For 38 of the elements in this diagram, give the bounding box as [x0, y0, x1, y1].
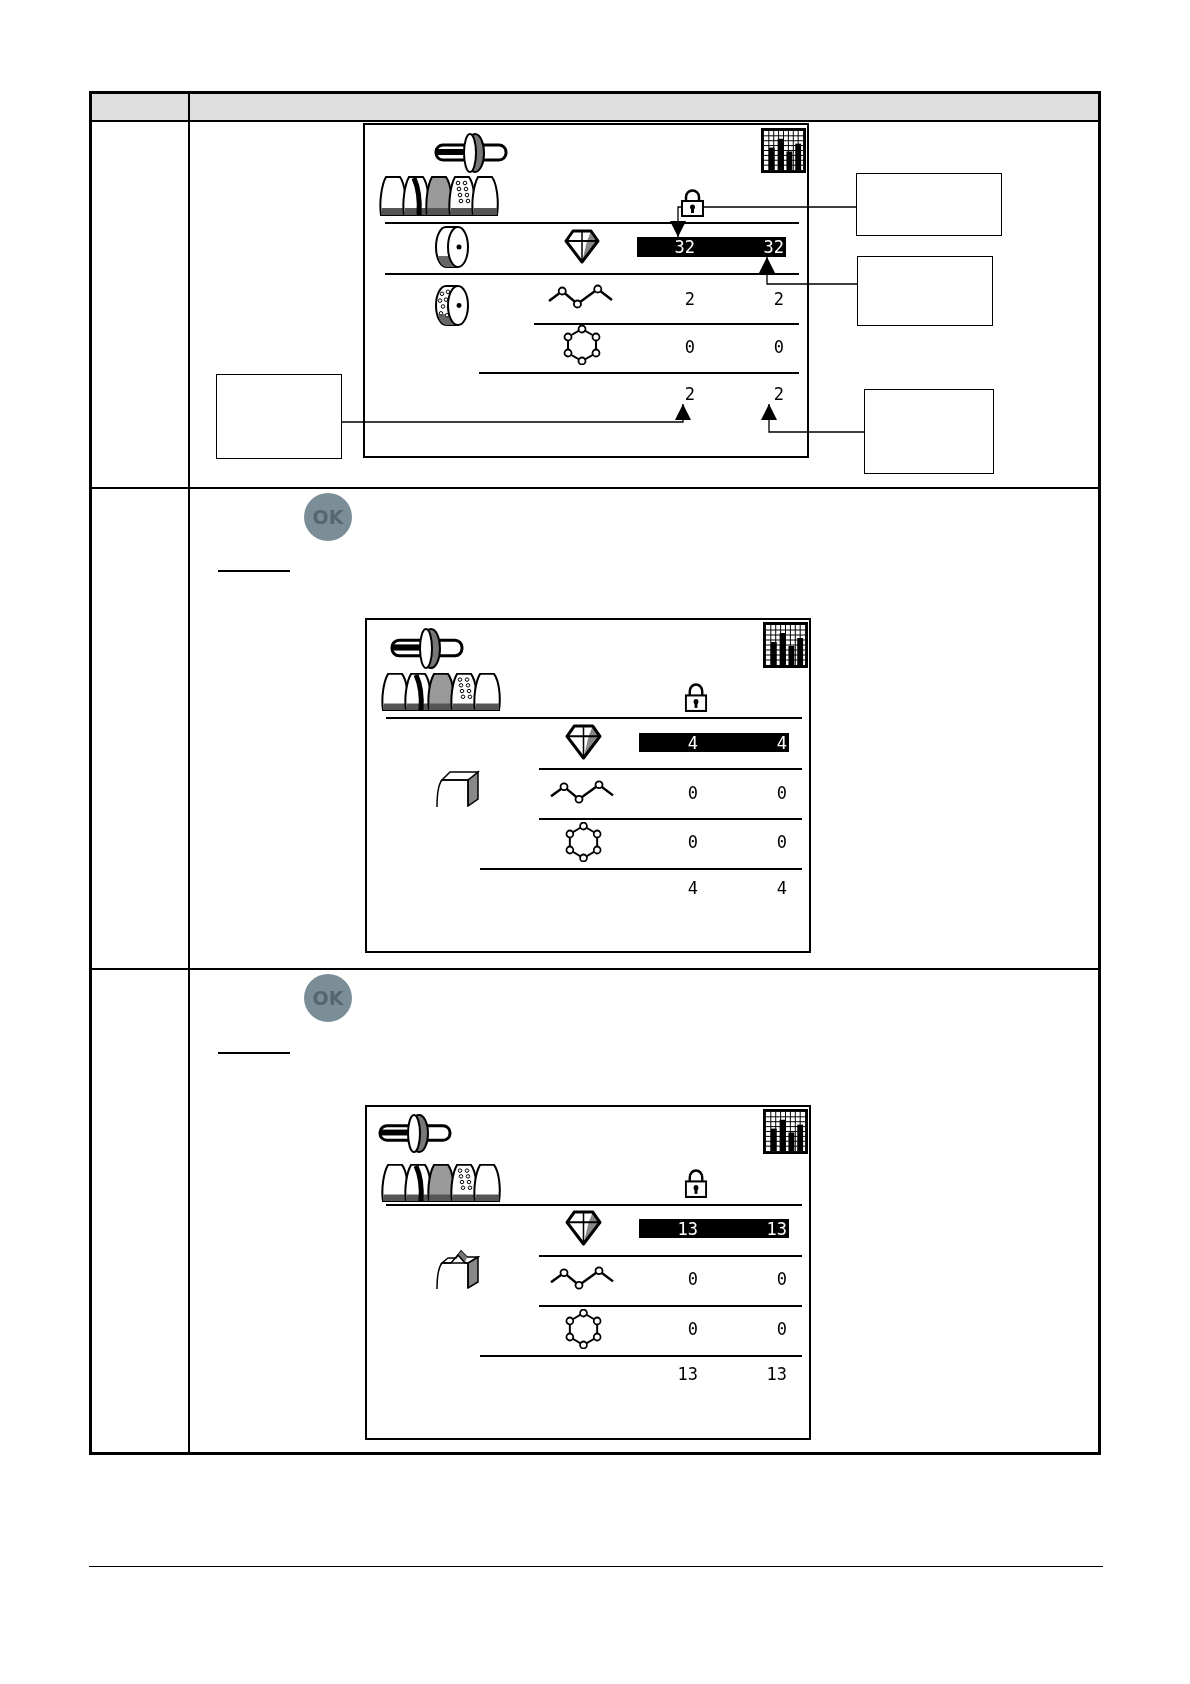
callout-box: [857, 256, 993, 326]
leader-arrow: [341, 403, 691, 423]
highlight-bar: [639, 733, 789, 752]
counter-value: 2: [773, 384, 784, 404]
callout-box: [856, 173, 1002, 236]
counter-value: 0: [776, 832, 787, 852]
counter-value: 0: [687, 1269, 698, 1289]
counter-value: 0: [687, 832, 698, 852]
leader-arrow: [761, 403, 865, 433]
counter-value: 0: [684, 337, 695, 357]
counter-value: 0: [687, 1319, 698, 1339]
counter-value: 0: [773, 337, 784, 357]
display-screen: [365, 618, 811, 953]
leader-arrow: [670, 206, 857, 238]
counter-value: 2: [684, 384, 695, 404]
counter-value: 4: [776, 732, 787, 753]
counter-value: 0: [687, 783, 698, 803]
display-screen: [365, 1105, 811, 1440]
callout-box: [216, 374, 342, 459]
highlight-bar: [639, 1219, 789, 1238]
counter-value: 0: [776, 1319, 787, 1339]
counter-value: 32: [674, 237, 695, 257]
leader-arrow: [759, 256, 858, 285]
display-screen: [363, 123, 809, 458]
counter-value: 13: [766, 1218, 787, 1239]
counter-value: 2: [773, 289, 784, 309]
counter-value: 13: [766, 1364, 787, 1384]
counter-value: 0: [776, 1269, 787, 1289]
counter-value: 4: [687, 732, 698, 753]
counter-value: 32: [763, 237, 784, 257]
counter-value: 4: [687, 878, 698, 898]
callout-box: [864, 389, 994, 474]
counter-value: 13: [677, 1364, 698, 1384]
counter-value: 2: [684, 289, 695, 309]
counter-value: 0: [776, 783, 787, 803]
counter-value: 4: [776, 878, 787, 898]
counter-value: 13: [677, 1218, 698, 1239]
highlight-bar: [637, 237, 786, 257]
